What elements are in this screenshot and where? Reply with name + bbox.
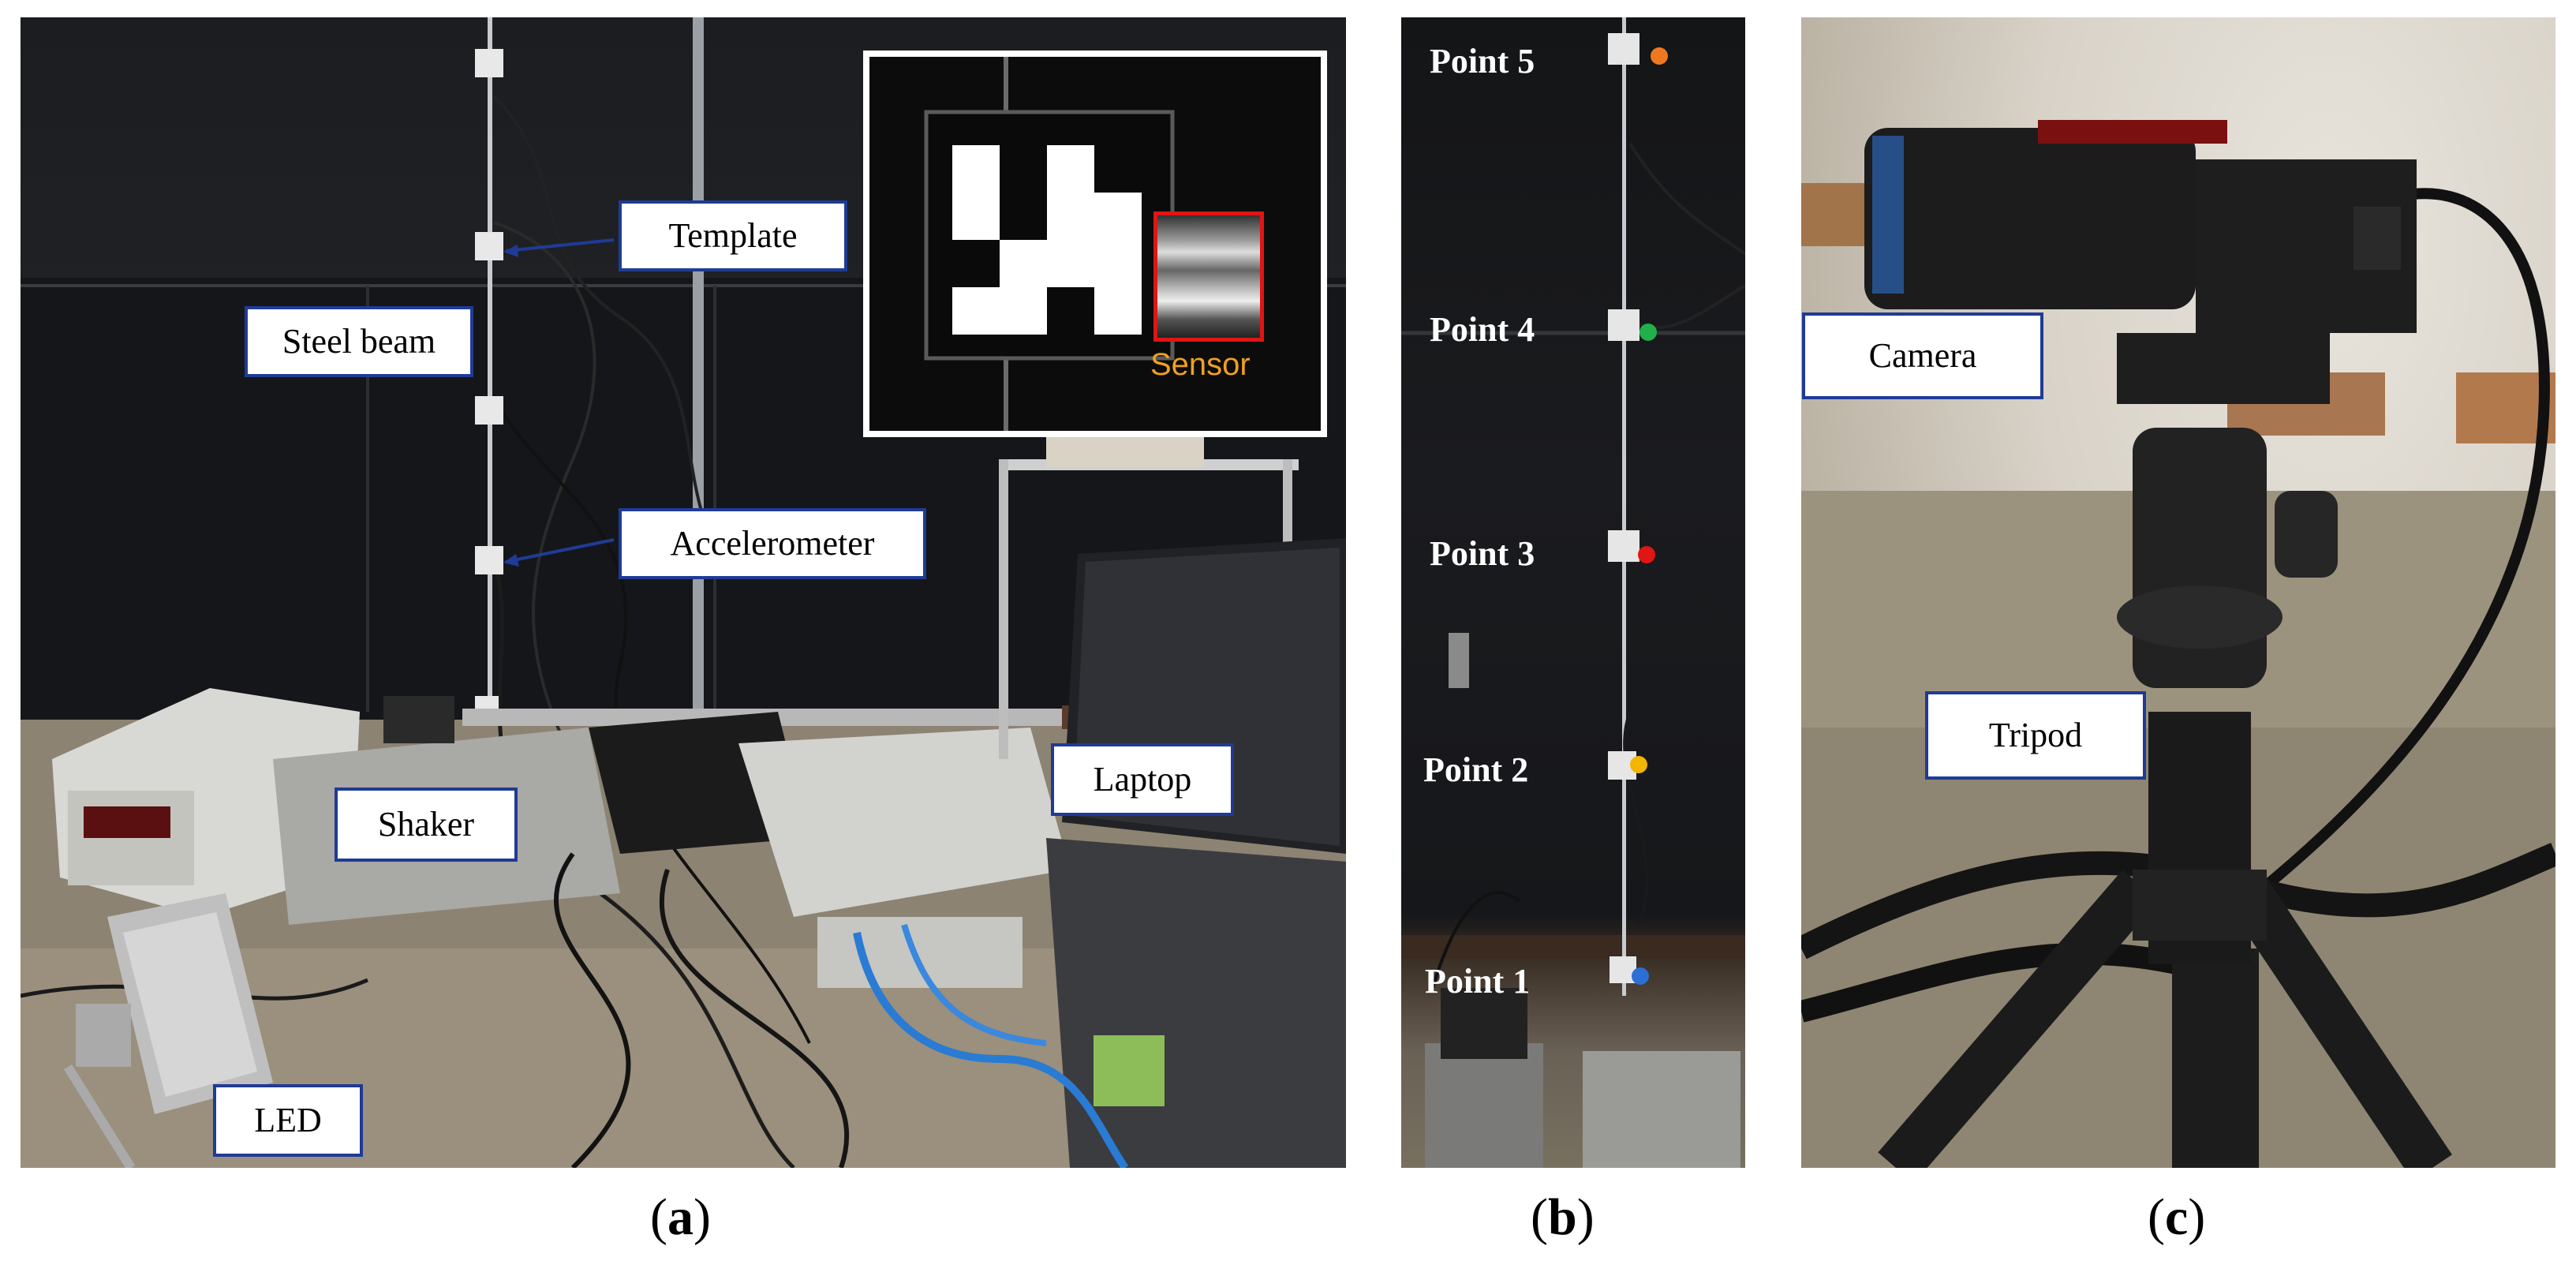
caption-c-open: (: [2148, 1188, 2165, 1246]
label-sensor: Sensor: [1150, 347, 1251, 382]
panel-b-photo: [1401, 17, 1745, 1168]
caption-c-close: ): [2188, 1188, 2206, 1246]
label-laptop: Laptop: [1051, 743, 1234, 816]
point-5-dot: [1651, 47, 1668, 65]
label-template: Template: [619, 200, 847, 271]
label-point-4: Point 4: [1430, 310, 1535, 349]
panel-a-photo: [21, 17, 1346, 1168]
caption-b-open: (: [1531, 1188, 1548, 1246]
label-shaker: Shaker: [335, 788, 518, 862]
caption-a-open: (: [650, 1188, 667, 1246]
caption-a: (a): [650, 1192, 711, 1244]
label-point-1: Point 1: [1425, 962, 1531, 1001]
label-steel-beam: Steel beam: [245, 306, 473, 377]
tag-zoom-inset: [863, 51, 1327, 437]
caption-b-letter: b: [1547, 1188, 1577, 1246]
sensor-highlight-box: [1153, 211, 1264, 342]
panel-c-photo: [1801, 17, 2555, 1168]
caption-c: (c): [2148, 1192, 2205, 1244]
point-2-dot: [1630, 756, 1647, 773]
fiducial-marker-graphic: [924, 57, 1175, 431]
point-1-dot: [1632, 967, 1649, 985]
label-point-2: Point 2: [1423, 750, 1529, 789]
caption-a-close: ): [693, 1188, 711, 1246]
caption-a-letter: a: [667, 1188, 694, 1246]
caption-c-letter: c: [2164, 1188, 2189, 1246]
caption-b: (b): [1531, 1192, 1595, 1244]
label-point-5: Point 5: [1430, 42, 1535, 80]
label-point-3: Point 3: [1430, 534, 1535, 573]
panel-b-scene: [1401, 17, 1745, 1168]
label-led: LED: [213, 1084, 363, 1157]
point-3-dot: [1638, 546, 1655, 563]
point-4-dot: [1639, 324, 1657, 341]
label-camera: Camera: [1802, 312, 2043, 399]
label-accelerometer: Accelerometer: [619, 508, 926, 579]
label-tripod: Tripod: [1925, 691, 2146, 780]
panel-c-scene: [1801, 120, 2555, 1168]
caption-b-close: ): [1576, 1188, 1595, 1246]
